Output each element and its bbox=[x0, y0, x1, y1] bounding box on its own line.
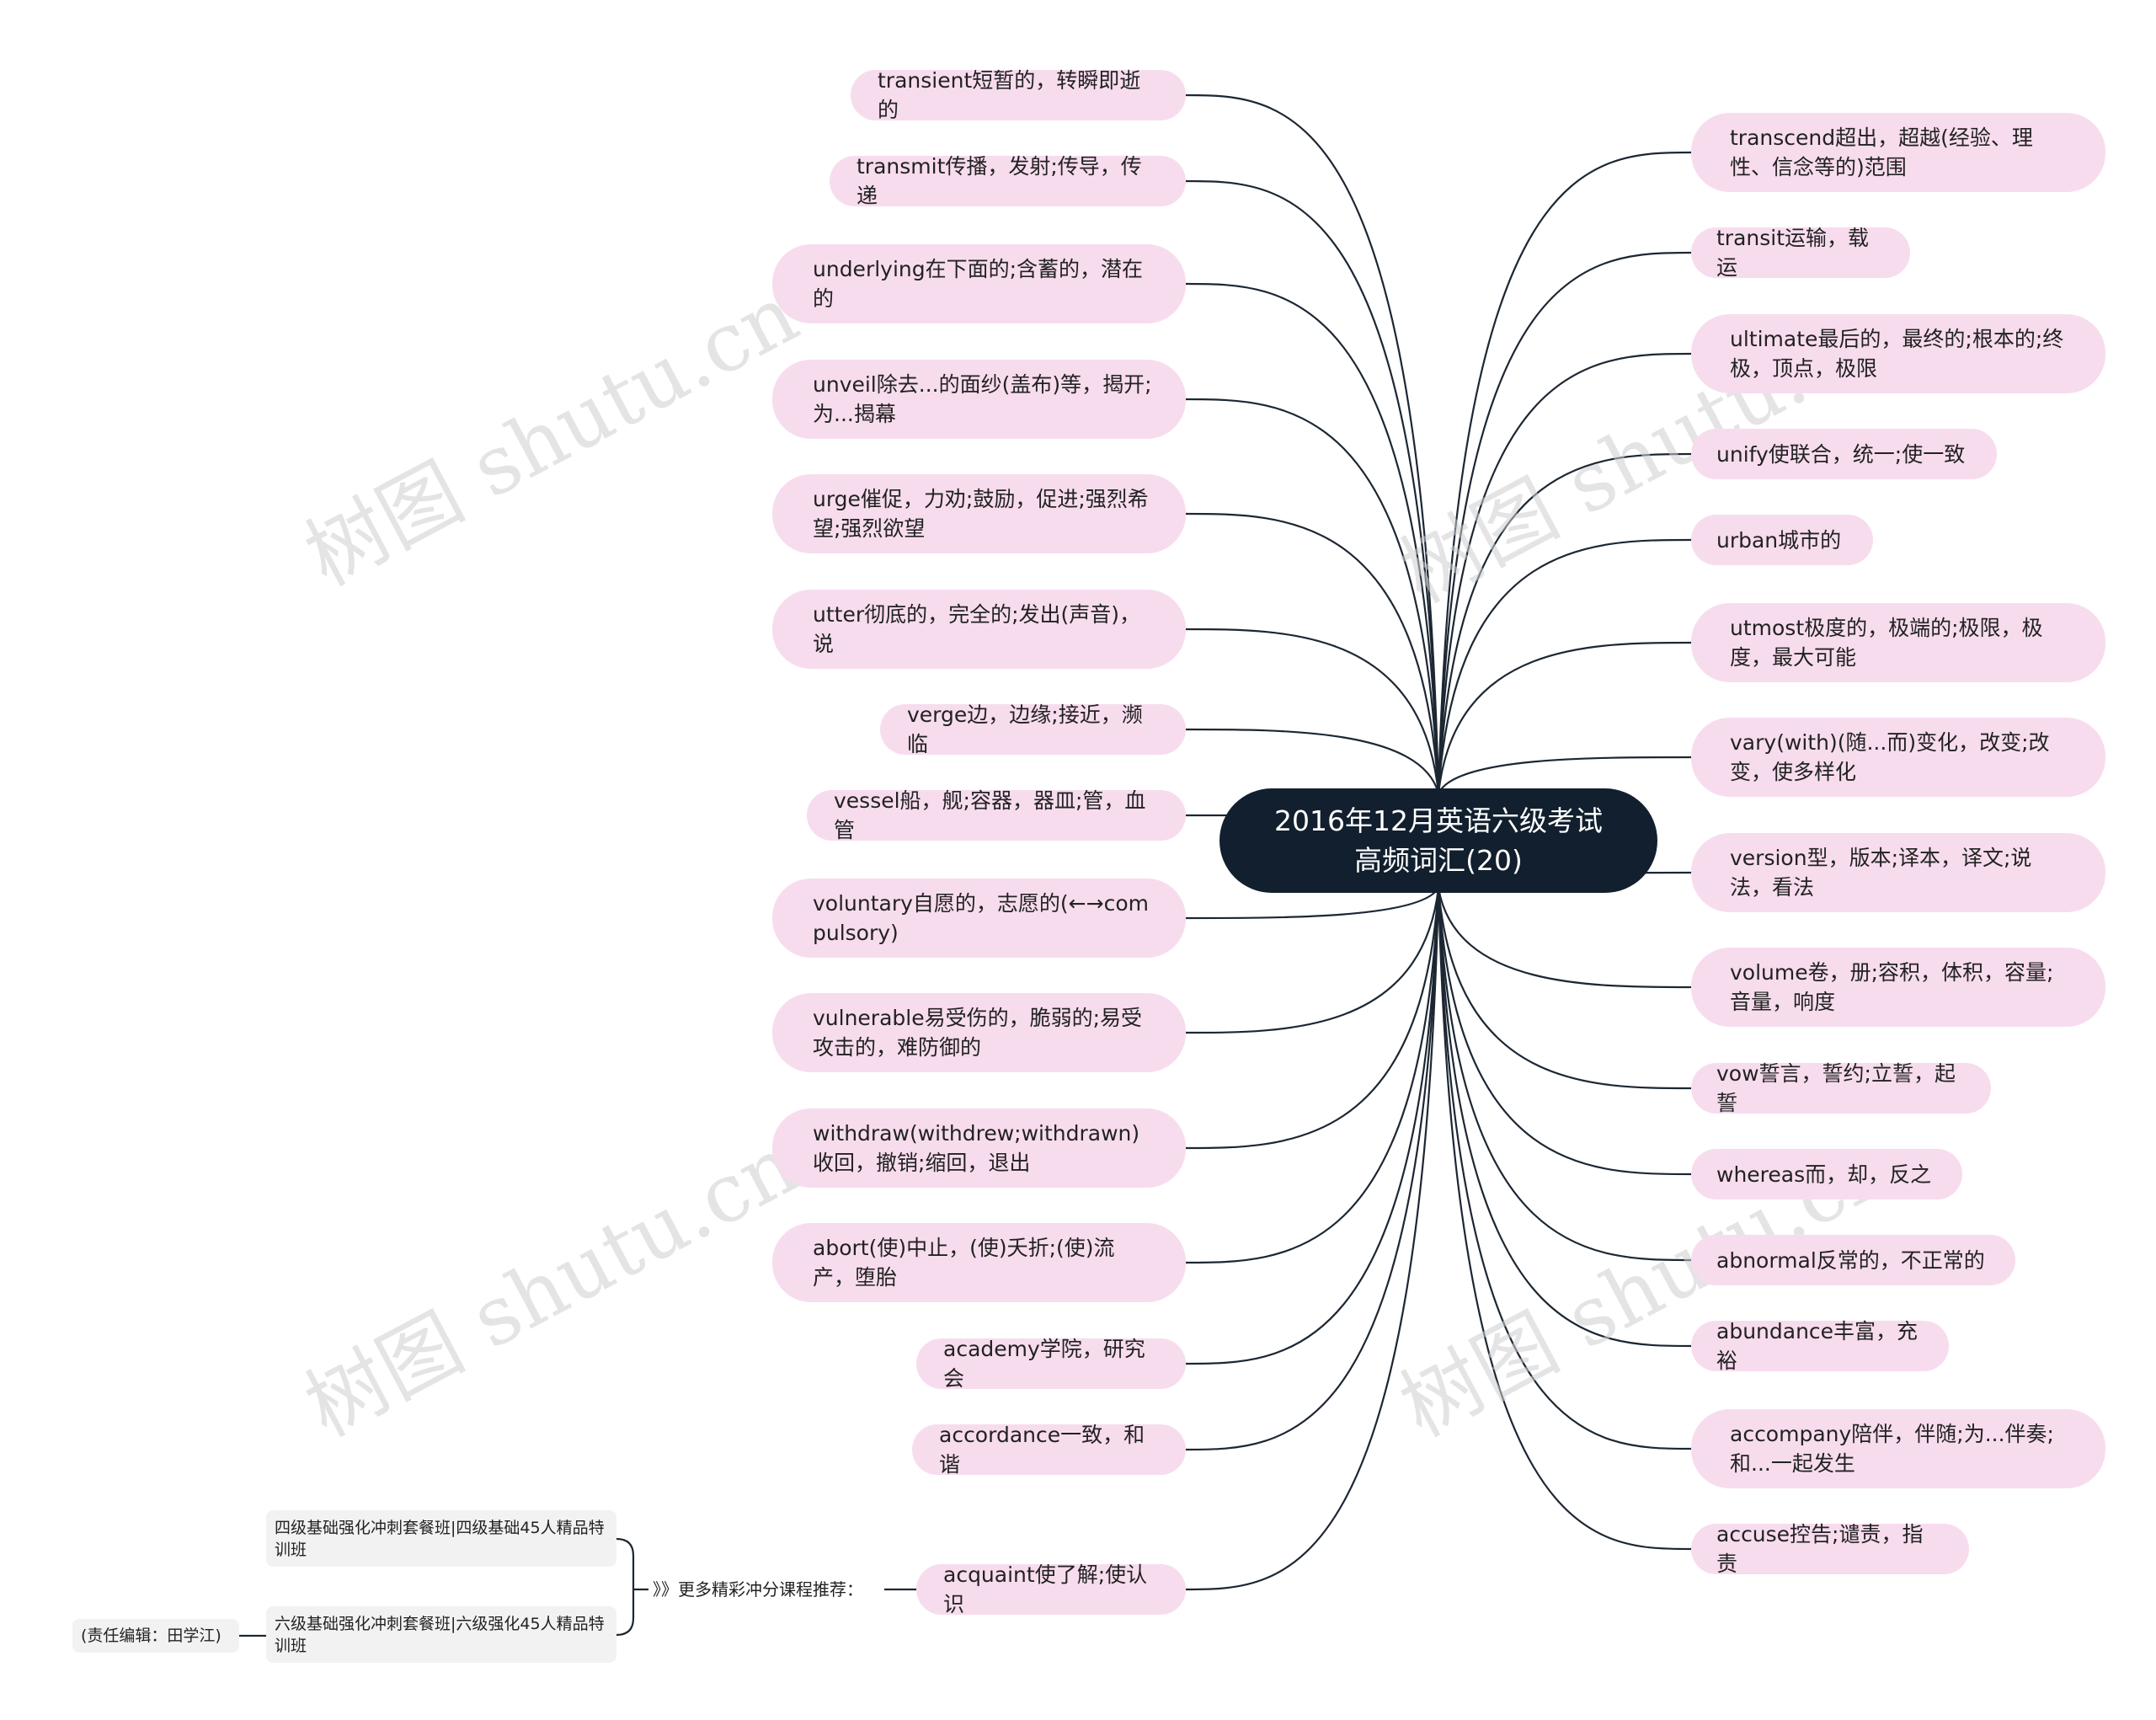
branch-node-label: version型，版本;译本，译文;说法，看法 bbox=[1730, 846, 2032, 900]
connector-line bbox=[1185, 887, 1440, 1451]
branch-node-label: urge催促，力劝;鼓励，促进;强烈希望;强烈欲望 bbox=[813, 487, 1149, 541]
bracket-connector bbox=[616, 1537, 635, 1637]
branch-node-label: vow誓言，誓约;立誓，起誓 bbox=[1716, 1061, 1956, 1115]
connector-line bbox=[1185, 628, 1440, 794]
branch-node[interactable]: utmost极度的，极端的;极限，极度，最大可能 bbox=[1691, 603, 2105, 682]
branch-node-label: utter彻底的，完全的;发出(声音)，说 bbox=[813, 602, 1141, 656]
branch-node[interactable]: abort(使)中止，(使)夭折;(使)流产，堕胎 bbox=[772, 1223, 1186, 1302]
connector-line bbox=[1437, 887, 1692, 989]
course-link-cet6[interactable]: 六级基础强化冲刺套餐班|六级强化45人精品特训班 bbox=[266, 1606, 616, 1663]
branch-node-label: accordance一致，和谐 bbox=[939, 1423, 1145, 1477]
connector-line bbox=[1185, 887, 1440, 1591]
connector-line bbox=[1437, 452, 1692, 794]
connector-line bbox=[1437, 538, 1692, 794]
branch-node-label: unify使联合，统一;使一致 bbox=[1716, 441, 1966, 467]
connector-line bbox=[1185, 398, 1440, 794]
branch-node-label: voluntary自愿的，志愿的(←→compulsory) bbox=[813, 891, 1149, 945]
connector-line bbox=[1437, 887, 1692, 1176]
branch-node[interactable]: transient短暂的，转瞬即逝的 bbox=[851, 68, 1186, 122]
branch-node[interactable]: transit运输，载运 bbox=[1691, 226, 1910, 280]
branch-node[interactable]: transcend超出，超越(经验、理性、信念等的)范围 bbox=[1691, 113, 2105, 192]
branch-node-label: transit运输，载运 bbox=[1716, 226, 1870, 280]
branch-node-label: urban城市的 bbox=[1716, 527, 1842, 553]
branch-node[interactable]: vulnerable易受伤的，脆弱的;易受攻击的，难防御的 bbox=[772, 993, 1186, 1072]
connector-line bbox=[1185, 887, 1439, 920]
connector-line bbox=[1437, 887, 1692, 1262]
branch-node-label: vulnerable易受伤的，脆弱的;易受攻击的，难防御的 bbox=[813, 1006, 1143, 1060]
branch-node[interactable]: vow誓言，誓约;立誓，起誓 bbox=[1691, 1061, 1991, 1115]
branch-node-label: abundance丰富，充裕 bbox=[1716, 1319, 1919, 1373]
branch-node[interactable]: withdraw(withdrew;withdrawn)收回，撤销;缩回，退出 bbox=[772, 1108, 1186, 1188]
editor-credit: (责任编辑：田学江) bbox=[72, 1619, 239, 1653]
central-topic-line1: 2016年12月英语六级考试 bbox=[1274, 804, 1603, 837]
branch-node-label: accompany陪伴，伴随;为...伴奏;和...一起发生 bbox=[1730, 1422, 2054, 1476]
branch-node-label: acquaint使了解;使认识 bbox=[943, 1562, 1148, 1616]
branch-node[interactable]: utter彻底的，完全的;发出(声音)，说 bbox=[772, 590, 1186, 669]
promo-label[interactable]: 》》更多精彩冲分课程推荐： bbox=[653, 1579, 863, 1600]
connector-line bbox=[1437, 251, 1692, 794]
branch-node-label: underlying在下面的;含蓄的，潜在的 bbox=[813, 257, 1144, 311]
branch-node-label: whereas而，却，反之 bbox=[1716, 1162, 1932, 1187]
branch-node-label: abnormal反常的，不正常的 bbox=[1716, 1247, 1985, 1273]
connector-line bbox=[1437, 887, 1692, 1450]
branch-node[interactable]: abnormal反常的，不正常的 bbox=[1691, 1235, 2015, 1285]
branch-node[interactable]: unveil除去...的面纱(盖布)等，揭开;为...揭幕 bbox=[772, 360, 1186, 439]
branch-node[interactable]: urban城市的 bbox=[1691, 515, 1873, 565]
central-topic[interactable]: 2016年12月英语六级考试 高频词汇(20) bbox=[1219, 788, 1657, 893]
connector-line bbox=[1185, 93, 1440, 794]
branch-node-label: verge边，边缘;接近，濒临 bbox=[907, 702, 1143, 756]
branch-node[interactable]: volume卷，册;容积，体积，容量;音量，响度 bbox=[1691, 948, 2105, 1027]
connector-line bbox=[1185, 887, 1440, 1365]
branch-node-label: unveil除去...的面纱(盖布)等，揭开;为...揭幕 bbox=[813, 372, 1152, 426]
connector-line bbox=[1185, 887, 1440, 1150]
branch-node[interactable]: abundance丰富，充裕 bbox=[1691, 1319, 1949, 1373]
branch-node[interactable]: urge催促，力劝;鼓励，促进;强烈希望;强烈欲望 bbox=[772, 474, 1186, 553]
branch-node[interactable]: transmit传播，发射;传导，传递 bbox=[830, 154, 1186, 208]
connector-line bbox=[1437, 887, 1692, 1090]
branch-node-label: abort(使)中止，(使)夭折;(使)流产，堕胎 bbox=[813, 1236, 1115, 1290]
connector-line bbox=[1185, 887, 1440, 1034]
branch-node[interactable]: underlying在下面的;含蓄的，潜在的 bbox=[772, 244, 1186, 323]
branch-node[interactable]: accordance一致，和谐 bbox=[912, 1423, 1186, 1477]
branch-node-label: transient短暂的，转瞬即逝的 bbox=[878, 68, 1141, 122]
branch-node-label: withdraw(withdrew;withdrawn)收回，撤销;缩回，退出 bbox=[813, 1121, 1140, 1175]
branch-node-label: volume卷，册;容积，体积，容量;音量，响度 bbox=[1730, 960, 2054, 1014]
branch-node[interactable]: academy学院，研究会 bbox=[916, 1337, 1186, 1391]
connector-line bbox=[1437, 641, 1692, 794]
branch-node-label: accuse控告;谴责，指责 bbox=[1716, 1522, 1924, 1576]
branch-node[interactable]: unify使联合，统一;使一致 bbox=[1691, 429, 1997, 479]
branch-node[interactable]: acquaint使了解;使认识 bbox=[916, 1562, 1186, 1616]
connector-line bbox=[1437, 887, 1692, 1348]
branch-node[interactable]: version型，版本;译本，译文;说法，看法 bbox=[1691, 833, 2105, 912]
connector-line bbox=[1185, 512, 1440, 794]
connector-line bbox=[1437, 151, 1692, 794]
course-link-cet4[interactable]: 四级基础强化冲刺套餐班|四级基础45人精品特训班 bbox=[266, 1510, 616, 1567]
branch-node[interactable]: vary(with)(随...而)变化，改变;改变，使多样化 bbox=[1691, 718, 2105, 797]
branch-node-label: utmost极度的，极端的;极限，极度，最大可能 bbox=[1730, 616, 2043, 670]
branch-node-label: transcend超出，超越(经验、理性、信念等的)范围 bbox=[1730, 126, 2033, 179]
branch-node-label: vary(with)(随...而)变化，改变;改变，使多样化 bbox=[1730, 730, 2050, 784]
connector-line bbox=[1438, 756, 1692, 794]
connector-line bbox=[1437, 887, 1692, 1551]
branch-node-label: ultimate最后的，最终的;根本的;终极，顶点，极限 bbox=[1730, 327, 2064, 381]
connector-line bbox=[1185, 179, 1440, 794]
branch-node[interactable]: whereas而，却，反之 bbox=[1691, 1149, 1962, 1199]
branch-node[interactable]: vessel船，舰;容器，器皿;管，血管 bbox=[807, 788, 1186, 842]
branch-node[interactable]: ultimate最后的，最终的;根本的;终极，顶点，极限 bbox=[1691, 314, 2105, 393]
connector-line bbox=[1185, 282, 1440, 794]
branch-node[interactable]: accompany陪伴，伴随;为...伴奏;和...一起发生 bbox=[1691, 1409, 2105, 1488]
branch-node[interactable]: accuse控告;谴责，指责 bbox=[1691, 1522, 1969, 1576]
branch-node-label: transmit传播，发射;传导，传递 bbox=[857, 154, 1142, 208]
branch-node-label: academy学院，研究会 bbox=[943, 1337, 1145, 1391]
branch-node[interactable]: verge边，边缘;接近，濒临 bbox=[880, 702, 1186, 756]
connector-line bbox=[1437, 352, 1692, 794]
connector-line bbox=[1185, 887, 1440, 1264]
branch-node[interactable]: voluntary自愿的，志愿的(←→compulsory) bbox=[772, 879, 1186, 958]
central-topic-line2: 高频词汇(20) bbox=[1354, 844, 1523, 877]
branch-node-label: vessel船，舰;容器，器皿;管，血管 bbox=[834, 788, 1146, 842]
connector-line bbox=[1185, 728, 1440, 794]
